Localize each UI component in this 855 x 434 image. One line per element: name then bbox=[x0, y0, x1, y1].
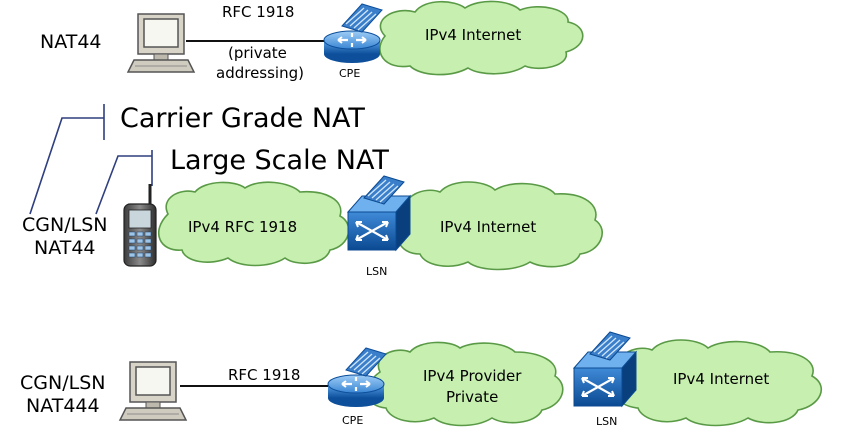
row3-label-1: CGN/LSN bbox=[20, 372, 106, 394]
switch-icon bbox=[572, 330, 638, 408]
switch-icon bbox=[346, 174, 412, 252]
row3-cloud-mid bbox=[366, 341, 564, 427]
large-scale-nat-title: Large Scale NAT bbox=[170, 145, 389, 176]
row3-cloud-right bbox=[612, 339, 823, 427]
row3-link-label: RFC 1918 bbox=[228, 366, 301, 384]
row3-router-label: CPE bbox=[342, 414, 364, 427]
cellphone-icon bbox=[123, 184, 157, 267]
row1-link-sublabel: (private bbox=[228, 44, 287, 62]
row1-cloud bbox=[379, 0, 584, 76]
row1-link-label: RFC 1918 bbox=[222, 3, 295, 21]
row1-label: NAT44 bbox=[40, 31, 102, 53]
row2-cloud-left-label: IPv4 RFC 1918 bbox=[188, 218, 298, 236]
row2-cloud-right-label: IPv4 Internet bbox=[440, 218, 537, 236]
carrier-grade-nat-title: Carrier Grade NAT bbox=[120, 103, 365, 134]
row3-label-2: NAT444 bbox=[26, 395, 100, 417]
row3-cloud-right-label: IPv4 Internet bbox=[673, 370, 770, 388]
row1-link-sublabel-2: addressing) bbox=[216, 64, 304, 82]
row1-cloud-label: IPv4 Internet bbox=[425, 26, 522, 44]
computer-icon bbox=[119, 361, 187, 421]
row2-label-1: CGN/LSN bbox=[22, 214, 108, 236]
title-bracket bbox=[29, 104, 153, 215]
row1-router-label: CPE bbox=[339, 67, 361, 80]
row2-switch-label: LSN bbox=[366, 265, 388, 278]
row2-label-2: NAT44 bbox=[34, 237, 96, 259]
row2-cloud-right bbox=[396, 181, 603, 271]
row3-cloud-mid-label-1: IPv4 Provider bbox=[423, 367, 522, 385]
computer-icon bbox=[127, 13, 195, 73]
router-icon bbox=[322, 2, 384, 65]
row3-switch-label: LSN bbox=[596, 415, 618, 428]
row3-cloud-mid-label-2: Private bbox=[446, 388, 499, 406]
